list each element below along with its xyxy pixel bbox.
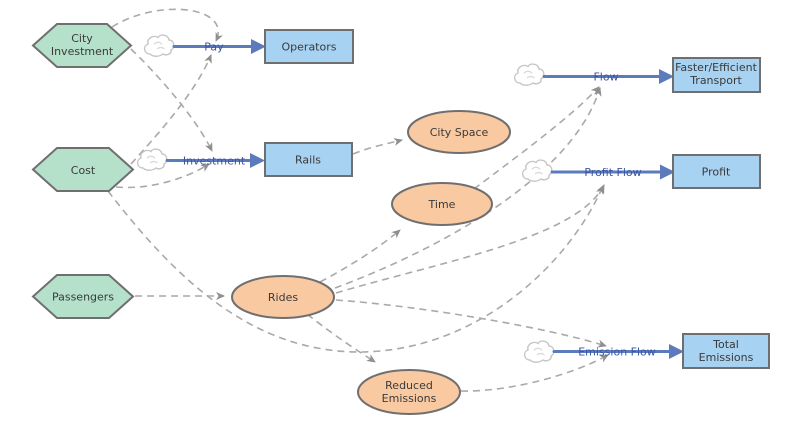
node-cost[interactable]: Cost: [31, 147, 135, 192]
node-label: Passengers: [52, 291, 114, 304]
stock-shape[interactable]: [682, 333, 770, 369]
stock-shape[interactable]: [672, 154, 761, 189]
flow-label-emission-flow: Emission Flow: [578, 346, 656, 359]
flow-arrowhead-icon: [659, 69, 674, 84]
flow-label-pay: Pay: [204, 41, 224, 54]
node-rides[interactable]: Rides: [231, 275, 335, 319]
flow-emission-flow[interactable]: Emission Flow: [523, 340, 684, 363]
connector-rides-to-time[interactable]: [319, 229, 401, 283]
node-label: Rides: [268, 291, 298, 304]
node-rails[interactable]: Rails: [264, 142, 353, 177]
node-label: Total: [712, 338, 739, 351]
cloud-icon[interactable]: [523, 340, 555, 363]
connector-cost-to-investment[interactable]: [115, 163, 210, 189]
cloud-icon[interactable]: [143, 34, 175, 57]
node-label: Profit: [702, 166, 731, 179]
flow-investment[interactable]: Investment: [136, 148, 265, 171]
node-label: Transport: [689, 74, 742, 87]
node-label: City: [71, 32, 93, 45]
connector-rides-to-reduced-emissions[interactable]: [306, 313, 376, 363]
connectors: [107, 8, 609, 392]
stock-shape[interactable]: [672, 57, 761, 93]
ellipse-shape[interactable]: [231, 275, 335, 319]
connector-rails-to-city-space[interactable]: [352, 138, 403, 155]
flow-arrowhead-icon: [660, 164, 675, 180]
node-label: Reduced: [385, 379, 433, 392]
cloud-icon[interactable]: [136, 148, 168, 171]
flow-label-investment: Investment: [183, 155, 246, 168]
node-faster-efficient-transport[interactable]: Faster/Efficient Transport: [672, 57, 761, 93]
node-operators[interactable]: Operators: [264, 29, 354, 64]
node-city-investment[interactable]: City Investment: [31, 23, 133, 68]
connector-city-investment-to-investment[interactable]: [130, 48, 213, 152]
node-label: Investment: [51, 45, 114, 58]
connector-rides-to-profit-flow[interactable]: [335, 184, 605, 294]
flow-pay[interactable]: Pay: [143, 34, 266, 57]
flow-profit-flow[interactable]: Profit Flow: [521, 159, 675, 182]
cloud-icon[interactable]: [513, 63, 545, 86]
connector-time-to-flow[interactable]: [473, 86, 600, 190]
node-label: Operators: [282, 41, 337, 54]
node-profit[interactable]: Profit: [672, 154, 761, 189]
flow-label-flow: Flow: [593, 71, 618, 84]
node-total-emissions[interactable]: Total Emissions: [682, 333, 770, 369]
connector-cost-to-pay[interactable]: [130, 54, 212, 165]
stock-shape[interactable]: [264, 142, 353, 177]
node-label: City Space: [430, 126, 489, 139]
node-city-space[interactable]: City Space: [407, 110, 511, 154]
node-reduced-emissions[interactable]: Reduced Emissions: [357, 369, 461, 415]
flow-arrowhead-icon: [250, 153, 265, 168]
flow-label-profit-flow: Profit Flow: [584, 166, 641, 179]
node-label: Rails: [295, 154, 321, 167]
hexagon-shape[interactable]: [31, 147, 135, 192]
connector-city-investment-to-pay[interactable]: [111, 8, 223, 42]
ellipse-shape[interactable]: [357, 369, 461, 415]
ellipse-shape[interactable]: [407, 110, 511, 154]
connector-rides-to-flow[interactable]: [334, 87, 602, 289]
flow-arrowhead-icon: [669, 344, 684, 359]
flow-arrowhead-icon: [251, 39, 266, 54]
hexagon-shape[interactable]: [31, 274, 135, 319]
stock-shape[interactable]: [264, 29, 354, 64]
node-time[interactable]: Time: [391, 182, 493, 226]
node-passengers[interactable]: Passengers: [31, 274, 135, 319]
node-label: Time: [428, 198, 456, 211]
node-label: Emissions: [699, 351, 754, 364]
node-label: Faster/Efficient: [675, 61, 758, 74]
node-label: Emissions: [382, 392, 437, 405]
flow-flow[interactable]: Flow: [513, 63, 674, 86]
connector-cost-to-profit-flow[interactable]: [107, 185, 604, 353]
ellipse-shape[interactable]: [391, 182, 493, 226]
connector-rides-to-emission-flow[interactable]: [335, 299, 607, 348]
hexagon-shape[interactable]: [31, 23, 133, 68]
cloud-icon[interactable]: [521, 159, 553, 182]
node-label: Cost: [71, 164, 96, 177]
